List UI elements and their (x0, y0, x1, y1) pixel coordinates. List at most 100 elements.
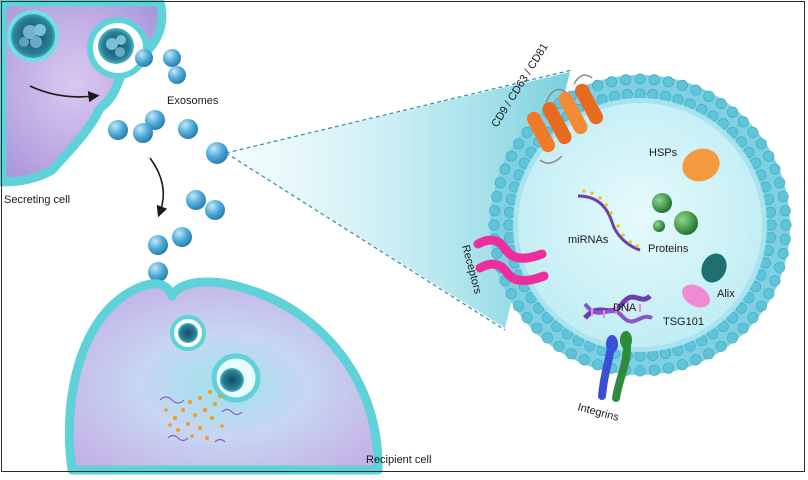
receptor-proteins (473, 235, 549, 285)
alix-label: Alix (717, 288, 735, 300)
mirna-strand (577, 189, 641, 252)
lipid-head (735, 136, 747, 148)
lipid-head (565, 348, 577, 360)
mirna-label: miRNAs (568, 234, 609, 246)
lipid-head (662, 362, 674, 374)
lipid-head (551, 320, 563, 332)
released-cargo (164, 389, 224, 440)
lipid-head (703, 90, 715, 102)
lipid-head (505, 150, 517, 162)
lipid-head (774, 261, 786, 273)
lipid-head (764, 206, 776, 218)
lipid-head (553, 340, 565, 352)
lipid-head (592, 359, 604, 371)
lipid-head (620, 74, 632, 86)
lipid-head (504, 206, 516, 218)
lipid-head (491, 248, 503, 260)
tsg101-label: TSG101 (663, 316, 704, 328)
hsp-shape (682, 148, 720, 182)
recipient-cell-label: Recipient cell (366, 454, 431, 466)
lipid-head (715, 98, 727, 110)
lipid-head (503, 219, 515, 231)
integrins-label: Integrins (576, 401, 620, 424)
lipid-head (648, 364, 660, 376)
lipid-head (755, 300, 767, 312)
lipid-head (755, 138, 767, 150)
lipid-head (676, 79, 688, 91)
lipid-head (605, 76, 617, 88)
lipid-head (621, 89, 633, 101)
lipid-head (489, 205, 501, 217)
multivesicular-body (7, 10, 59, 62)
lipid-head (717, 320, 729, 332)
lipid-head (769, 163, 781, 175)
dna-label: DNA (613, 302, 637, 314)
lipid-head (648, 74, 660, 86)
lipid-head (521, 126, 533, 138)
lipid-head (779, 205, 791, 217)
lipid-head (533, 302, 545, 314)
lipid-head (715, 340, 727, 352)
lipid-head (763, 150, 775, 162)
lipid-head (747, 312, 759, 324)
proteins-label: Proteins (648, 243, 689, 255)
lipid-head (676, 359, 688, 371)
lipid-head (541, 332, 553, 344)
lipid-head (727, 126, 739, 138)
recipient-cell (64, 277, 383, 475)
lipid-head (737, 322, 749, 334)
lipid-head (727, 332, 739, 344)
lipid-head (513, 300, 525, 312)
lipid-head (777, 248, 789, 260)
lipid-head (541, 312, 553, 324)
lipid-head (780, 219, 792, 231)
lipid-head (647, 89, 659, 101)
lipid-head (727, 312, 739, 324)
lipid-head (634, 350, 646, 362)
lipid-head (578, 354, 590, 366)
lipid-head (504, 232, 516, 244)
lipid-head (774, 177, 786, 189)
lipid-head (491, 191, 503, 203)
secreting-cell-label: Secreting cell (4, 194, 70, 206)
lipid-head (494, 177, 506, 189)
lipid-head (737, 116, 749, 128)
exosomes-label: Exosomes (167, 95, 219, 107)
lipid-head (634, 365, 646, 377)
lipid-head (499, 163, 511, 175)
lipid-head (769, 275, 781, 287)
protein-spheres (652, 193, 698, 235)
exosome-cross-section: CD9 / CD63 / CD81 HSPs miRNAs Proteins A… (459, 41, 792, 424)
lipid-head (764, 232, 776, 244)
lipid-head (765, 219, 777, 231)
hsp-label: HSPs (649, 147, 678, 159)
lipid-head (647, 349, 659, 361)
lipid-head (634, 73, 646, 85)
lipid-head (592, 79, 604, 91)
lipid-heads (488, 73, 792, 377)
lipid-head (531, 322, 543, 334)
lipid-head (779, 233, 791, 245)
lipid-head (763, 288, 775, 300)
integrin-proteins (598, 331, 632, 402)
fusing-vesicle (87, 17, 149, 79)
exosome-cluster (108, 49, 228, 282)
lipid-head (717, 118, 729, 130)
endocytosed-vesicle (170, 315, 206, 351)
alix-shape (701, 253, 727, 283)
lipid-head (703, 348, 715, 360)
lipid-head (690, 84, 702, 96)
lipid-head (727, 106, 739, 118)
lipid-head (662, 76, 674, 88)
lipid-head (513, 138, 525, 150)
tsg101-shape (682, 284, 710, 308)
lipid-head (505, 288, 517, 300)
transfer-arrow (149, 157, 168, 218)
released-nucleic-acids (159, 396, 243, 443)
tetraspanin-proteins (526, 74, 604, 164)
lipid-head (777, 191, 789, 203)
endosome (211, 353, 261, 403)
dna-helix (583, 293, 653, 324)
secretion-arrow (29, 85, 100, 103)
